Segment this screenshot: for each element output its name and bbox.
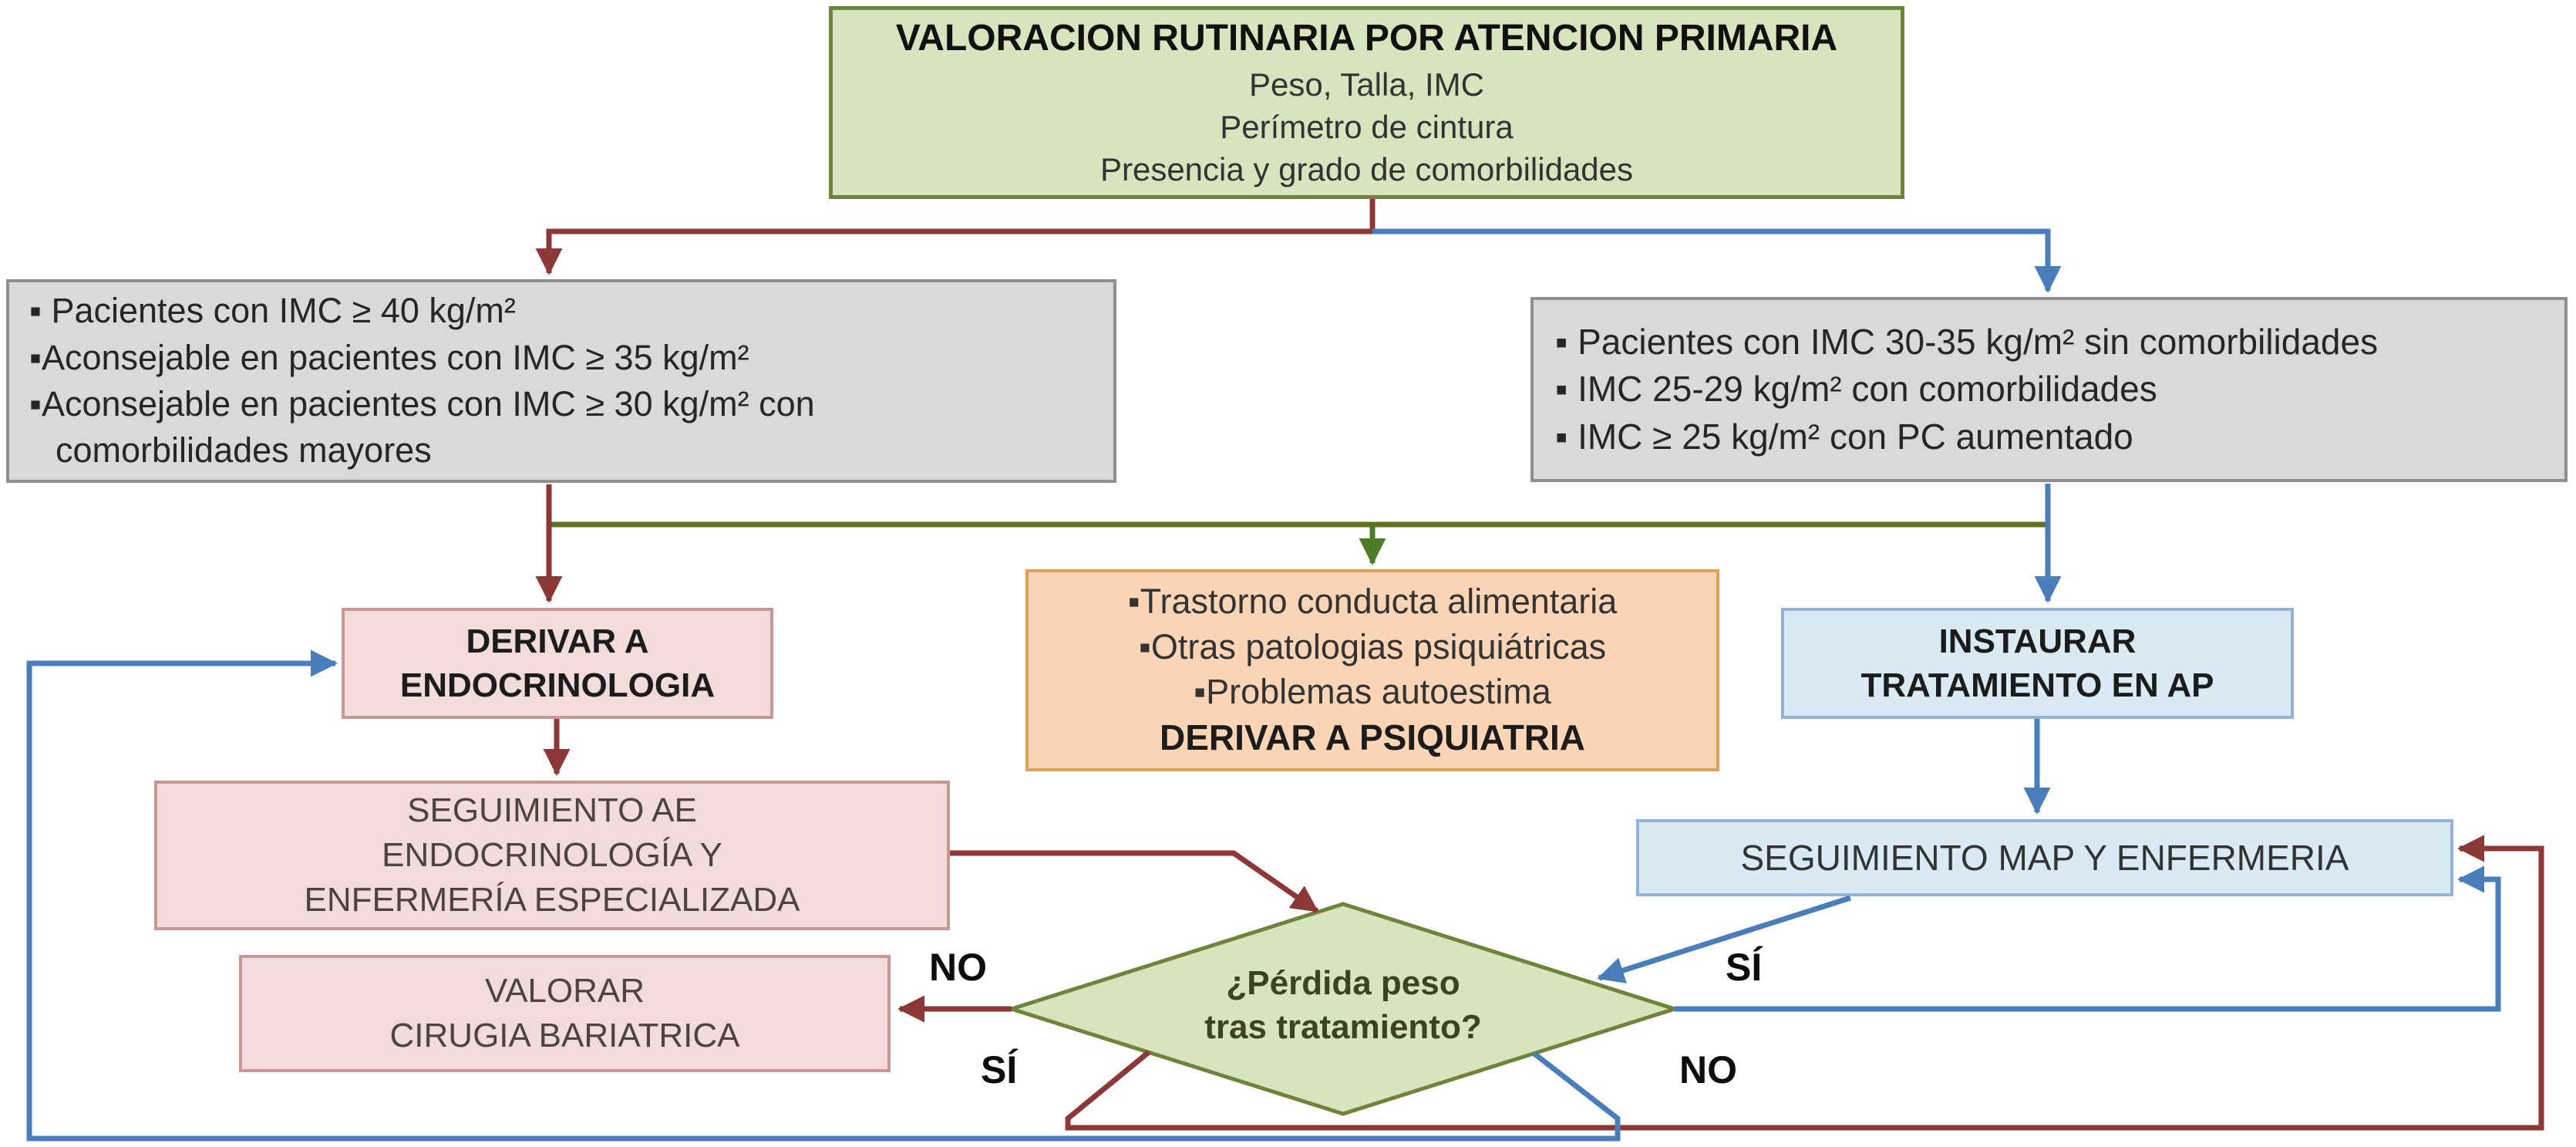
label-no-to-endocrinology: NO [1679, 1048, 1737, 1091]
refer-endocrinology-line: DERIVAR A [466, 622, 649, 660]
assessment-line: Peso, Talla, IMC [1248, 66, 1484, 103]
bariatric-surgery-line: VALORAR [484, 971, 645, 1010]
decision-line: ¿Pérdida peso [1226, 964, 1460, 1002]
start-treatment-ap-line: TRATAMIENTO EN AP [1860, 666, 2214, 704]
assessment-box: VALORACION RUTINARIA POR ATENCION PRIMAR… [829, 6, 1904, 199]
arrow-followup-endocrinology-to-decision [950, 850, 1319, 913]
primary-care-criteria-line: ▪ IMC 25-29 kg/m² con comorbilidades [1555, 369, 2157, 410]
label-si-continue-map: SÍ [1726, 946, 1763, 989]
psychiatry-line: ▪Otras patologias psiquiátricas [1138, 626, 1607, 666]
endocrine-criteria-line: ▪ Pacientes con IMC ≥ 40 kg/m² [29, 291, 516, 331]
primary-care-criteria-line: ▪ Pacientes con IMC 30-35 kg/m² sin como… [1555, 321, 2379, 362]
followup-endocrinology-line: ENDOCRINOLOGÍA Y [382, 835, 722, 874]
arrow-assessment-to-primary-care-criteria [1372, 228, 2062, 293]
psychiatry-title: DERIVAR A PSIQUIATRIA [1159, 717, 1586, 757]
assessment-line: Perímetro de cintura [1220, 108, 1514, 145]
followup-map-label: SEGUIMIENTO MAP Y ENFERMERIA [1740, 838, 2349, 878]
bariatric-surgery-box: VALORAR CIRUGIA BARIATRICA [239, 955, 891, 1072]
start-treatment-ap-line: INSTAURAR [1938, 622, 2137, 660]
arrow-followup-map-to-decision [1597, 895, 1852, 983]
start-treatment-ap-box: INSTAURAR TRATAMIENTO EN AP [1781, 608, 2294, 719]
arrow-decision-si-continue-map [1675, 865, 2501, 1012]
refer-endocrinology-line: ENDOCRINOLOGIA [399, 666, 716, 704]
decision-weight-loss: ¿Pérdida peso tras tratamiento? [1127, 961, 1559, 1049]
decision-line: tras tratamiento? [1204, 1008, 1482, 1047]
refer-endocrinology-box: DERIVAR A ENDOCRINOLOGIA [342, 608, 773, 719]
followup-endocrinology-line: ENFERMERÍA ESPECIALIZADA [304, 881, 800, 919]
followup-map-box: SEGUIMIENTO MAP Y ENFERMERIA [1636, 819, 2453, 896]
psychiatry-line: ▪Problemas autoestima [1194, 672, 1551, 712]
label-si-to-map: SÍ [981, 1048, 1018, 1091]
assessment-line: Presencia y grado de comorbilidades [1099, 151, 1634, 188]
followup-endocrinology-line: SEGUIMIENTO AE [407, 791, 697, 829]
endocrine-criteria-line: ▪Aconsejable en pacientes con IMC ≥ 35 k… [29, 337, 749, 377]
followup-endocrinology-box: SEGUIMIENTO AE ENDOCRINOLOGÍA Y ENFERMER… [154, 781, 950, 930]
psychiatry-line: ▪Trastorno conducta alimentaria [1127, 582, 1618, 622]
endocrine-criteria-box: ▪ Pacientes con IMC ≥ 40 kg/m² ▪Aconseja… [6, 279, 1116, 483]
endocrine-criteria-line: ▪Aconsejable en pacientes con IMC ≥ 30 k… [29, 384, 815, 423]
primary-care-criteria-box: ▪ Pacientes con IMC 30-35 kg/m² sin como… [1530, 297, 2568, 482]
bariatric-surgery-line: CIRUGIA BARIATRICA [389, 1017, 740, 1054]
label-no-to-surgery: NO [929, 946, 987, 989]
primary-care-criteria-line: ▪ IMC ≥ 25 kg/m² con PC aumentado [1555, 416, 2133, 457]
arrow-assessment-to-endocrine-criteria [535, 199, 1376, 275]
endocrine-criteria-line: comorbilidades mayores [56, 430, 432, 471]
assessment-title: VALORACION RUTINARIA POR ATENCION PRIMAR… [895, 18, 1838, 59]
psychiatry-box: ▪Trastorno conducta alimentaria ▪Otras p… [1025, 569, 1719, 771]
